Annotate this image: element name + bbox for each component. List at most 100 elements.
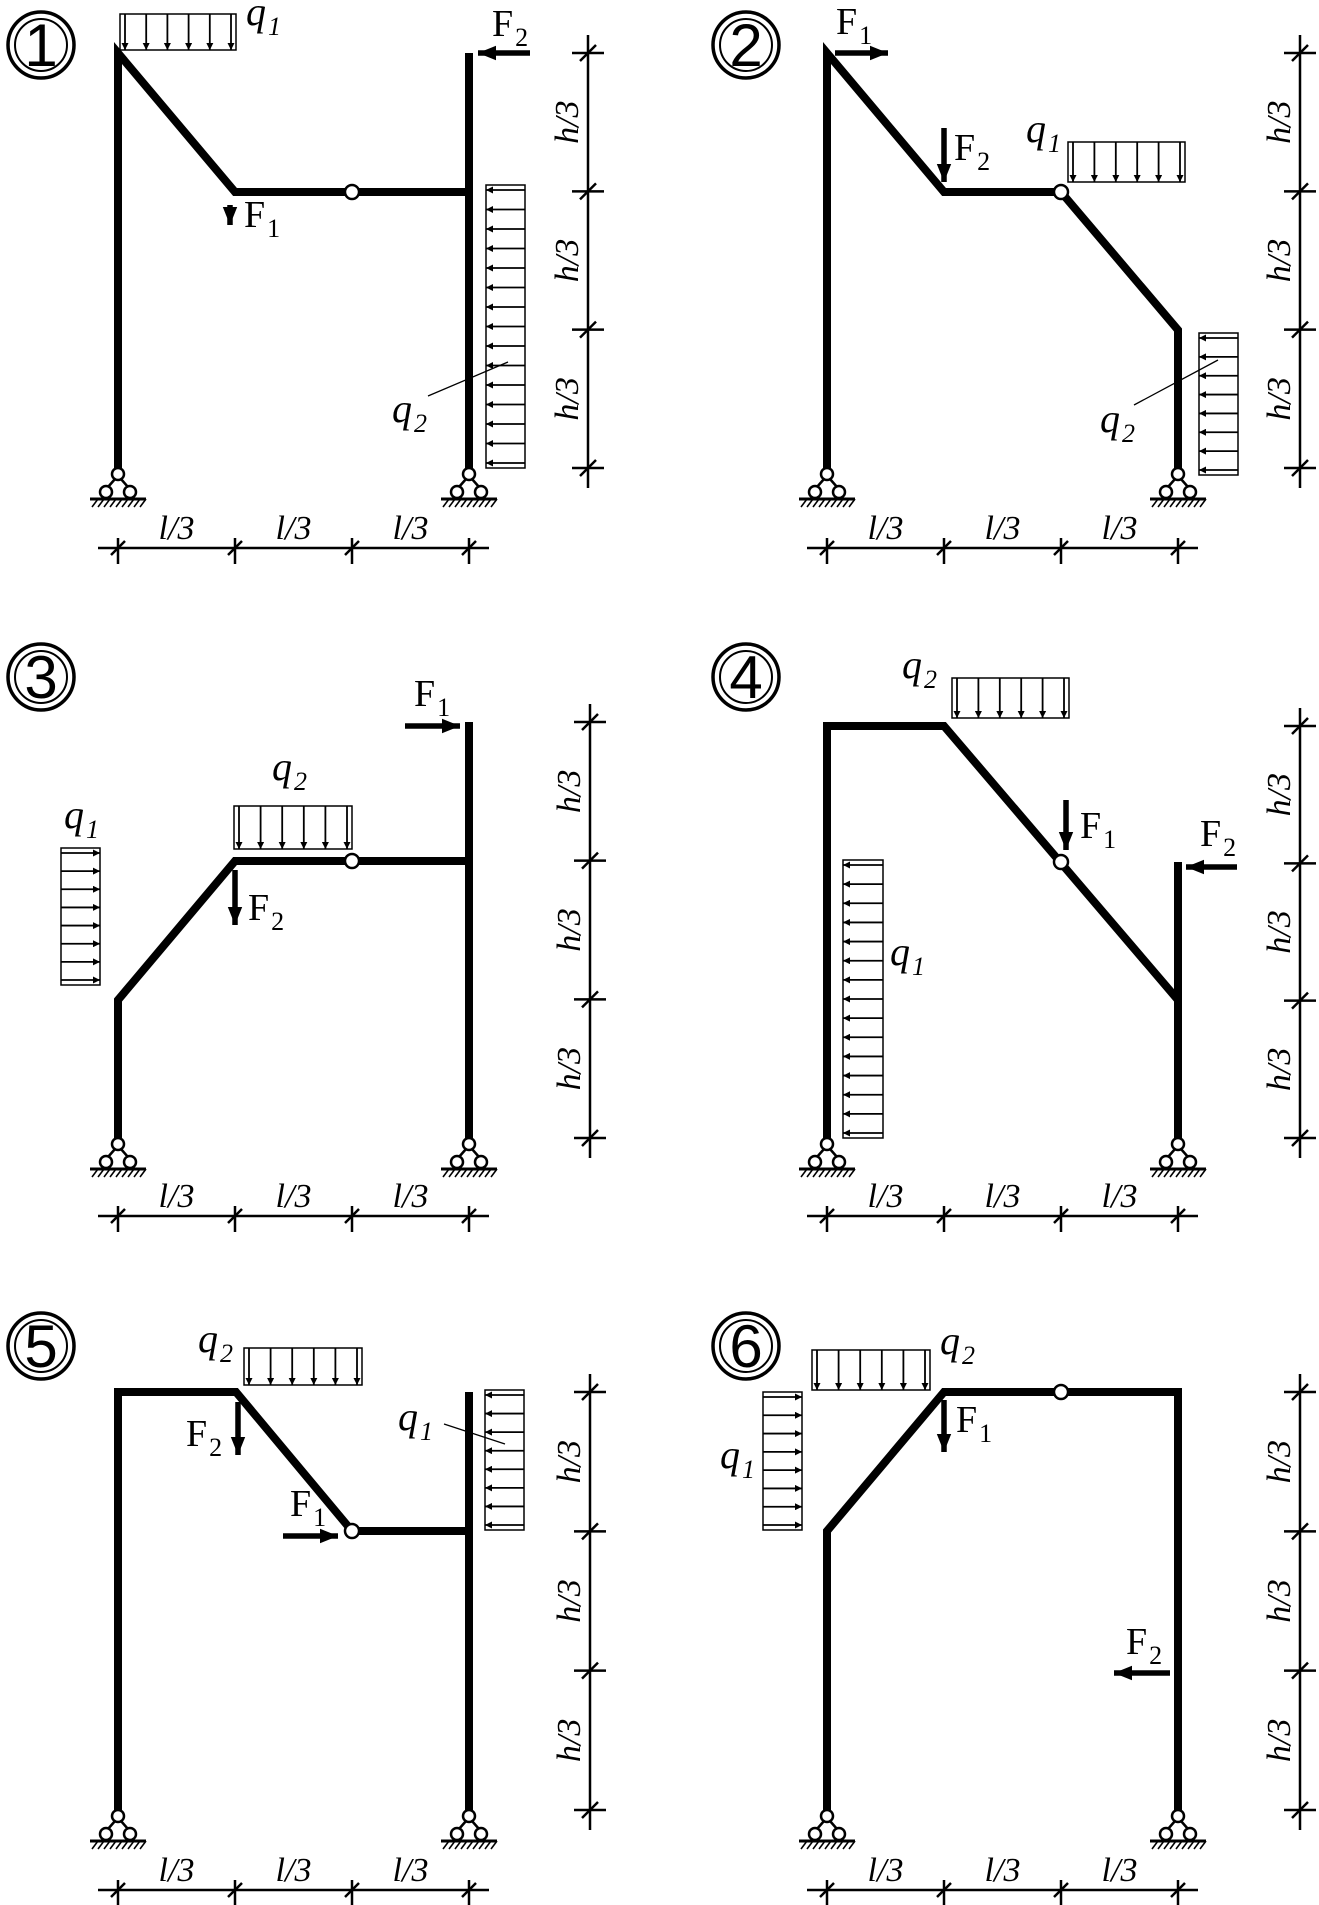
load-box	[60, 847, 101, 986]
dimension-label-horizontal: l/3	[393, 1852, 429, 1889]
panel-number-badge: 4	[711, 642, 781, 712]
frame-member	[823, 722, 1182, 1138]
dimension-slash	[581, 990, 599, 1009]
support-hatch	[109, 1168, 117, 1178]
support-hatch	[127, 1840, 135, 1850]
support-hatch	[824, 1840, 832, 1850]
support-hatch	[1199, 1840, 1207, 1850]
load-label: q1	[1026, 106, 1061, 158]
support-hatch	[1187, 1168, 1195, 1178]
badge-inner	[14, 1319, 68, 1373]
support-hatch	[836, 1840, 844, 1850]
frame-member	[114, 857, 469, 1138]
distributed-load-down	[951, 677, 1070, 719]
support-hatch	[1157, 1168, 1165, 1178]
distributed-load-horizontal	[60, 847, 101, 986]
load-label: q2	[940, 1318, 975, 1370]
load-box	[233, 805, 353, 850]
support-hatch	[836, 1168, 844, 1178]
dimension-label-horizontal: l/3	[985, 1178, 1021, 1215]
dimension-label-vertical: h/3	[1261, 100, 1298, 143]
dimension-label-horizontal: l/3	[276, 1852, 312, 1889]
badge-outer	[6, 642, 76, 712]
support-hatch	[1151, 1168, 1159, 1178]
support-hatch	[800, 498, 808, 508]
support-hatch	[454, 1840, 462, 1850]
support-hatch	[484, 498, 492, 508]
support-hatch	[139, 1168, 147, 1178]
dimension-slash	[581, 1129, 599, 1147]
panel-number: 3	[24, 644, 57, 711]
dimension-label-vertical: h/3	[551, 908, 588, 951]
support-hatch	[1187, 498, 1195, 508]
dimension-slash	[1291, 1801, 1309, 1819]
badge-inner	[719, 650, 773, 704]
leader-line	[427, 361, 509, 397]
support-hatch	[472, 1840, 480, 1850]
support-hatch	[1163, 1168, 1171, 1178]
support-hatch	[1175, 1840, 1183, 1850]
dimension-label-vertical: h/3	[1261, 910, 1298, 953]
dimension-label-vertical: h/3	[1261, 1719, 1298, 1762]
support-hatch	[490, 498, 498, 508]
load-label: q1	[890, 929, 925, 981]
support-hatch	[818, 1168, 826, 1178]
support-roller	[98, 1826, 114, 1842]
dimension-slash	[936, 1208, 952, 1224]
load-label: q1	[720, 1432, 755, 1484]
support-hatch	[848, 498, 856, 508]
support-hatch	[1181, 1840, 1189, 1850]
support-pin	[1170, 466, 1186, 482]
dimension-slash	[1170, 1882, 1186, 1898]
pin-support	[90, 1136, 147, 1178]
frame-member	[114, 42, 469, 468]
dimension-slash	[1291, 320, 1309, 339]
support-hatch	[97, 1168, 105, 1178]
force-label: F2	[492, 3, 528, 52]
dimension-slash	[1291, 1129, 1309, 1147]
support-hatch	[1181, 498, 1189, 508]
panel-number: 6	[729, 1313, 762, 1380]
dimension-slash	[579, 320, 597, 339]
force-label: F2	[186, 1413, 222, 1462]
support-hatch	[830, 498, 838, 508]
support-pin	[461, 1136, 477, 1152]
support-hatch	[460, 498, 468, 508]
force-label: F1	[1080, 805, 1116, 854]
vertical-dimension: h/3h/3h/3	[1261, 35, 1316, 488]
dimension-slash	[579, 44, 597, 62]
support-hatch	[824, 498, 832, 508]
support-hatch	[484, 1840, 492, 1850]
support-hatch	[830, 1168, 838, 1178]
support-roller	[1158, 1826, 1174, 1842]
support-roller	[449, 1826, 465, 1842]
support-hatch	[139, 1840, 147, 1850]
force-label: F1	[836, 1, 872, 50]
support-hatch	[448, 1840, 456, 1850]
dimension-slash	[1291, 1522, 1309, 1541]
support-hatch	[97, 1840, 105, 1850]
support-hatch	[1193, 498, 1201, 508]
support-hatch	[1157, 498, 1165, 508]
dimension-label-horizontal: l/3	[868, 1178, 904, 1215]
support-pin	[110, 1136, 126, 1152]
pin-support	[799, 1136, 856, 1178]
force-label: F1	[244, 194, 280, 243]
support-hatch	[1181, 1168, 1189, 1178]
dimension-label-horizontal: l/3	[1102, 510, 1138, 547]
distributed-load-horizontal	[1198, 332, 1239, 476]
pin-support	[799, 466, 856, 508]
dimension-slash	[110, 1882, 126, 1898]
load-box	[811, 1349, 931, 1391]
support-hatch	[824, 1168, 832, 1178]
dimension-label-horizontal: l/3	[159, 510, 195, 547]
pin-support	[90, 466, 147, 508]
support-hatch	[109, 1840, 117, 1850]
pin-support	[441, 1136, 498, 1178]
